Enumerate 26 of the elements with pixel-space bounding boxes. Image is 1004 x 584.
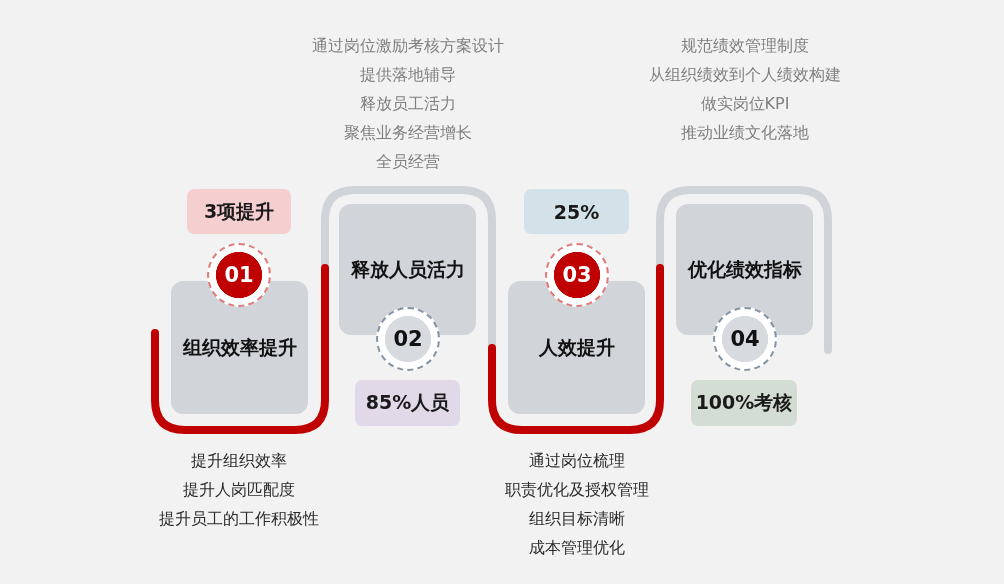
description-text: 成本管理优化 [529, 537, 625, 559]
description-text: 提供落地辅导 [360, 64, 456, 86]
value-tag: 25% [524, 189, 629, 234]
description-text: 通过岗位激励考核方案设计 [312, 35, 504, 57]
description-text: 做实岗位KPI [700, 93, 790, 115]
step-number-badge: 03 [545, 243, 609, 307]
value-tag: 85%人员 [355, 380, 460, 426]
description-text: 提升人岗匹配度 [183, 479, 295, 501]
description-text: 规范绩效管理制度 [681, 35, 809, 57]
description-text: 从组织绩效到个人绩效构建 [649, 64, 841, 86]
description-text: 释放员工活力 [360, 93, 456, 115]
description-text: 通过岗位梳理 [529, 450, 625, 472]
description-text: 提升员工的工作积极性 [159, 508, 319, 530]
value-tag: 3项提升 [187, 189, 291, 234]
step-box: 人效提升 [508, 281, 645, 414]
description-text: 组织目标清晰 [529, 508, 625, 530]
description-text: 提升组织效率 [191, 450, 287, 472]
value-tag: 100%考核 [691, 380, 797, 426]
description-text: 聚焦业务经营增长 [344, 122, 472, 144]
step-number-badge: 01 [207, 243, 271, 307]
description-text: 推动业绩文化落地 [681, 122, 809, 144]
step-number-badge: 04 [713, 307, 777, 371]
step-box: 组织效率提升 [171, 281, 308, 414]
step-number-badge: 02 [376, 307, 440, 371]
description-text: 全员经营 [376, 151, 440, 173]
description-text: 职责优化及授权管理 [505, 479, 649, 501]
